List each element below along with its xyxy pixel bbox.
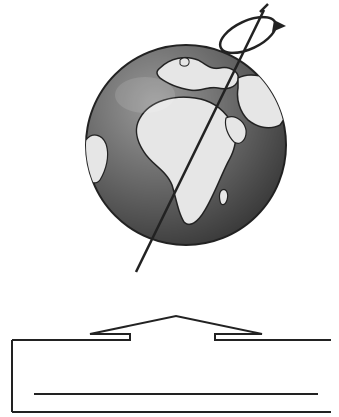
- earth-globe: [84, 40, 300, 260]
- madagascar-landmass: [219, 190, 227, 205]
- roof-outline: [12, 316, 331, 412]
- rotation-arrow: [215, 4, 286, 60]
- globe-highlight: [115, 77, 175, 113]
- island-landmass: [180, 58, 189, 66]
